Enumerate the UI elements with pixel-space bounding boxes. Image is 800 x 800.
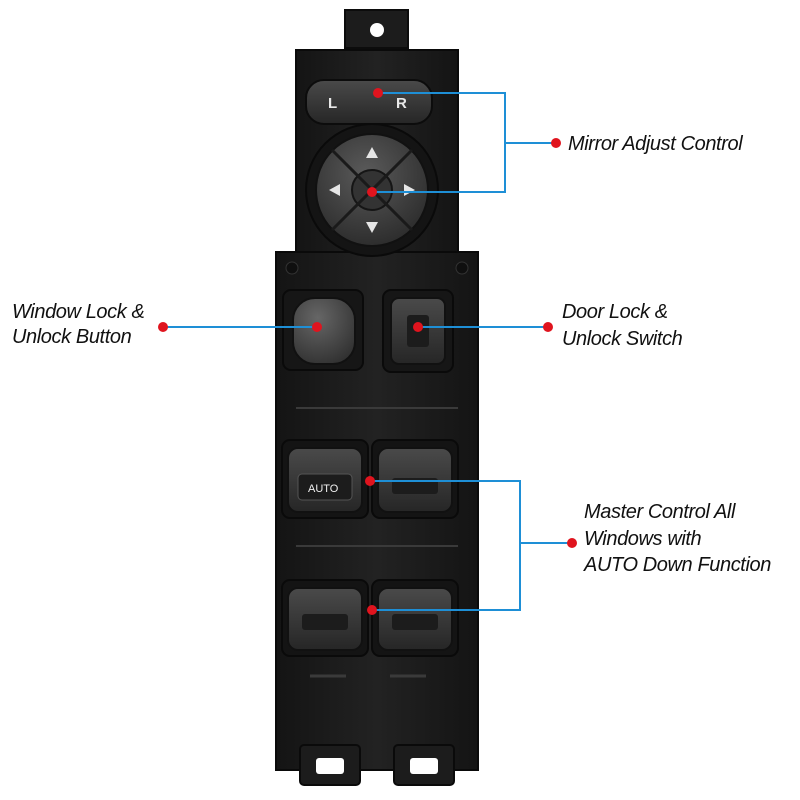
marker-mirror-joystick [367,187,377,197]
bottom-clip-left-slot [316,758,344,774]
mirror-left-label: L [328,95,337,112]
marker-window-lock-callout [158,322,168,332]
marker-window-lock-button [312,322,322,332]
mirror-selector-switch[interactable] [305,79,433,125]
marker-door-lock-callout [543,322,553,332]
callout-door-lock-line-2: Unlock Switch [562,328,683,350]
callout-mirror-adjust: Mirror Adjust Control [568,133,743,155]
arrow-down-icon[interactable] [366,222,378,233]
marker-master-callout [567,538,577,548]
marker-auto-switch [365,476,375,486]
leader-lines [163,92,572,611]
window-switch-rear-right-grip [392,614,438,630]
callout-master-line-2: Windows with [584,528,702,550]
callout-window-lock-line-2: Unlock Button [12,326,132,348]
marker-dots [158,88,577,615]
screw-boss-right [455,261,469,275]
screw-boss-left [285,261,299,275]
callout-master-line-1: Master Control All [584,501,736,523]
leader-master [370,480,521,611]
marker-mirror-selector [373,88,383,98]
arrow-up-icon[interactable] [366,147,378,158]
marker-door-lock-switch [413,322,423,332]
arrow-left-icon[interactable] [329,184,340,196]
top-mount-hole [370,23,384,37]
callout-window-lock-line-1: Window Lock & [12,301,145,323]
auto-button-label: AUTO [308,483,339,495]
callout-door-lock-line-1: Door Lock & [562,301,668,323]
marker-mirror-callout [551,138,561,148]
window-switch-rear-left-grip [302,614,348,630]
mirror-right-label: R [396,95,407,112]
bottom-clip-right-slot [410,758,438,774]
window-lock-button[interactable] [292,297,356,365]
callout-master-line-3: AUTO Down Function [583,554,771,576]
switch-panel: L R AUTO [275,9,479,786]
auto-label-plate [297,473,353,501]
marker-rear-switch [367,605,377,615]
